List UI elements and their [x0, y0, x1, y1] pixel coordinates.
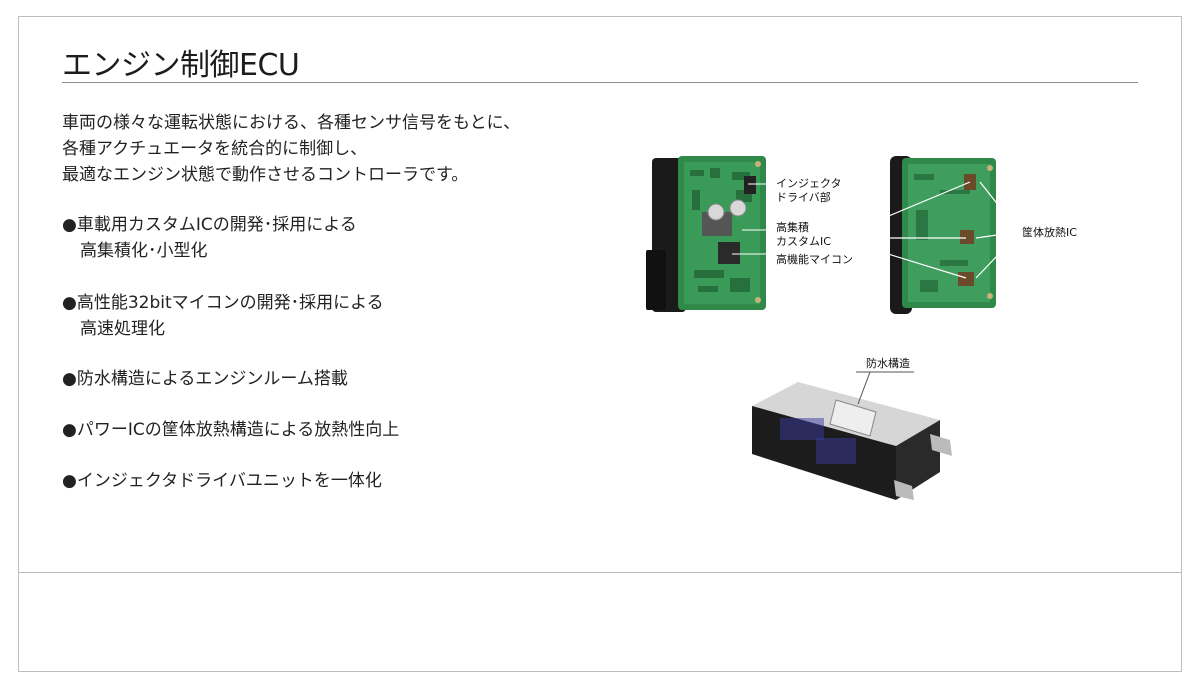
page-title: エンジン制御ECU [62, 48, 300, 83]
feature-text: ●パワーICの筐体放熱構造による放熱性向上 [62, 420, 400, 440]
intro-line: 車両の様々な運転状態における、各種センサ信号をもとに、 [62, 113, 521, 133]
ecu-figure: インジェクタ ドライバ部 高集積 カスタムIC 高機能マイコン 筐体放熱IC [646, 156, 1077, 500]
label-injector-driver-2: ドライバ部 [776, 190, 831, 204]
title-divider [62, 82, 1138, 83]
feature-item: ●高性能32bitマイコンの開発･採用による 高速処理化 [62, 290, 384, 342]
intro-line: 最適なエンジン状態で動作させるコントローラです。 [62, 165, 469, 185]
ecu-housing-image [752, 382, 952, 500]
feature-item: ●インジェクタドライバユニットを一体化 [62, 468, 382, 494]
back-callouts [835, 181, 1019, 279]
footer-panel [18, 572, 1182, 672]
intro-paragraph: 車両の様々な運転状態における、各種センサ信号をもとに、 各種アクチュエータを統合… [62, 110, 622, 188]
label-heat-dissipation-ic: 筐体放熱IC [1022, 225, 1077, 239]
feature-item: ●車載用カスタムICの開発･採用による 高集積化･小型化 [62, 212, 357, 264]
feature-text: ●防水構造によるエンジンルーム搭載 [62, 369, 348, 389]
ecu-board-back-image [890, 156, 996, 314]
front-callouts: インジェクタ ドライバ部 高集積 カスタムIC 高機能マイコン [732, 177, 853, 266]
label-mcu: 高機能マイコン [776, 252, 853, 266]
label-custom-ic-1: 高集積 [776, 220, 809, 234]
label-injector-driver-1: インジェクタ [776, 177, 842, 190]
ecu-board-front-image [646, 156, 766, 312]
feature-text: ●インジェクタドライバユニットを一体化 [62, 471, 382, 491]
label-waterproof: 防水構造 [866, 356, 910, 370]
label-custom-ic-2: カスタムIC [776, 235, 831, 248]
feature-text: ●高性能32bitマイコンの開発･採用による [62, 293, 384, 313]
feature-item: ●防水構造によるエンジンルーム搭載 [62, 366, 348, 392]
feature-item: ●パワーICの筐体放熱構造による放熱性向上 [62, 417, 399, 443]
feature-subtext: 高速処理化 [80, 319, 165, 339]
feature-text: ●車載用カスタムICの開発･採用による [62, 215, 357, 235]
intro-line: 各種アクチュエータを統合的に制御し、 [62, 139, 368, 159]
feature-subtext: 高集積化･小型化 [80, 241, 208, 261]
